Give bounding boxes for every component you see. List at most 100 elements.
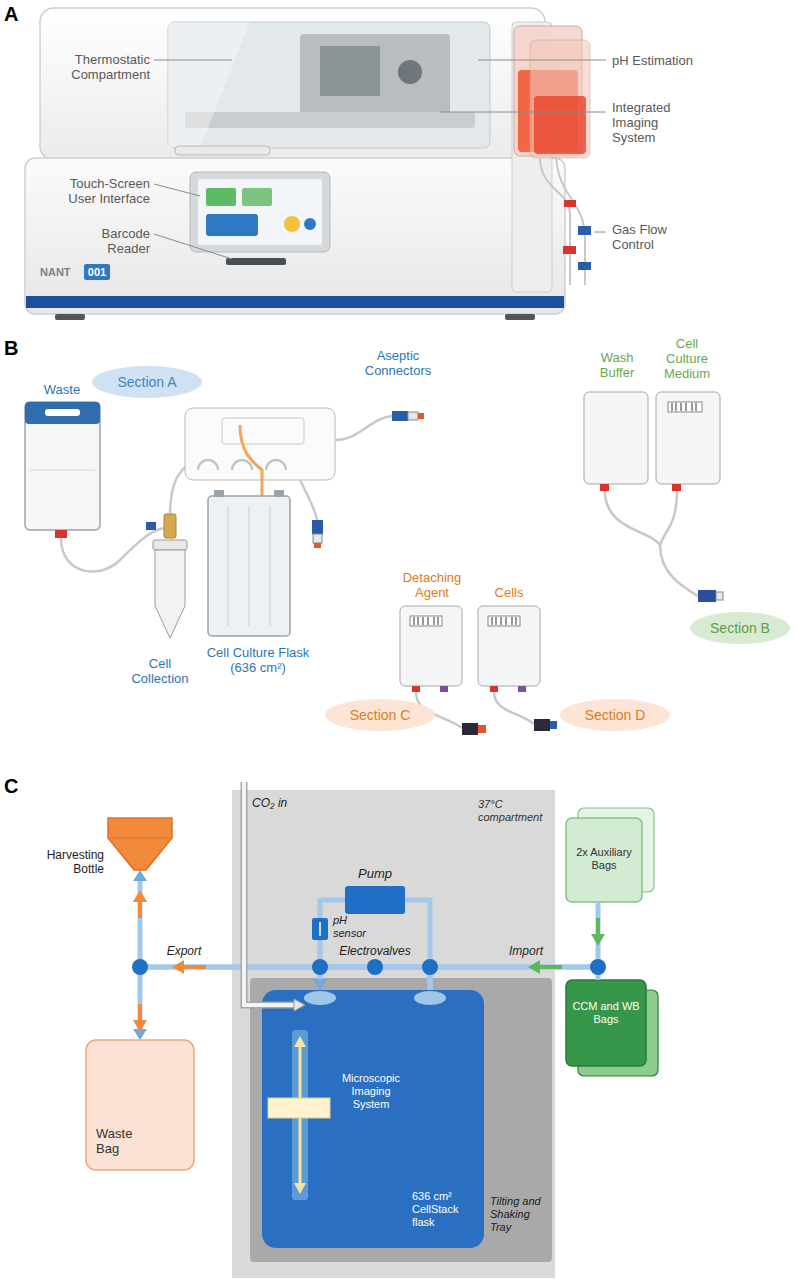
- label-text: Cell Culture Medium: [658, 336, 716, 381]
- kit-illustration-part: [61, 528, 164, 572]
- auxiliary-bags-shape: [566, 818, 642, 902]
- leader-lines: [154, 60, 606, 259]
- kit-illustration-part: [240, 425, 262, 496]
- label-text: pH Estimation: [612, 53, 762, 68]
- device-illustration-part: [175, 146, 270, 155]
- flow-arrow-part: [591, 934, 605, 946]
- tray-box-shape: [250, 978, 552, 1262]
- device-illustration-part: [25, 158, 565, 314]
- kit-illustration-part: [313, 534, 322, 543]
- ph-sensor-symbol: [312, 918, 328, 940]
- leader-lines-part: [154, 60, 232, 61]
- device-illustration-part: [226, 258, 286, 265]
- text-anchor: Cells: [478, 585, 540, 600]
- text-anchor: Export: [156, 944, 212, 958]
- kit-illustration-part: [214, 490, 224, 497]
- label-text: Aseptic Connectors: [352, 348, 444, 378]
- leader-lines-part: [154, 184, 200, 196]
- device-illustration-part: [564, 200, 576, 207]
- text-anchor: Cell Collection: [122, 656, 198, 686]
- junction-valve-part: [132, 959, 148, 975]
- label-text: Touch-Screen User Interface: [58, 176, 150, 206]
- flask-box-shape: [262, 990, 484, 1248]
- text-anchor: Integrated Imaging System: [612, 100, 692, 145]
- node-text: CCM and WB Bags: [570, 1000, 642, 1026]
- kit-illustration: [25, 392, 723, 735]
- kit-illustration-part: [410, 616, 442, 626]
- junction-valve-part: [422, 959, 438, 975]
- flow-arrow: [133, 890, 605, 1032]
- text-anchor: Cell Culture Medium: [658, 336, 716, 381]
- pipe-connector: [313, 902, 598, 990]
- text-anchor: Gas Flow Control: [612, 222, 692, 252]
- medium-bags: CCM and WB Bags: [566, 980, 658, 1076]
- kit-illustration-part: [30, 470, 95, 471]
- flask-port-part: [414, 991, 446, 1005]
- label-text: Thermostatic Compartment: [66, 52, 150, 82]
- tray-box: Tilting and Shaking Tray636 cm² CellStac…: [250, 978, 552, 1262]
- kit-illustration-part: [222, 418, 304, 444]
- medium-bags-shape: [566, 980, 646, 1066]
- label-text: C: [4, 774, 34, 798]
- section-ellipse-shape: [690, 612, 790, 644]
- kit-illustration-part: [400, 606, 462, 686]
- kit-illustration-part: [478, 606, 540, 686]
- harvesting-bottle-shape: [108, 838, 172, 839]
- ph-sensor-symbol-part: [312, 918, 328, 940]
- text-anchor: NANT: [40, 266, 82, 279]
- kit-illustration-part: [335, 416, 392, 440]
- leader-lines-part: [154, 234, 232, 259]
- kit-illustration-part: [45, 409, 80, 416]
- text-anchor: Cell Culture Flask (636 cm²): [198, 645, 318, 675]
- flow-arrow-part: [133, 890, 147, 902]
- text-anchor: 001: [84, 266, 110, 279]
- device-illustration-part: [40, 8, 545, 160]
- text-anchor: Barcode Reader: [78, 226, 150, 256]
- device-illustration-part: [190, 172, 330, 252]
- kit-illustration-part: [534, 719, 550, 731]
- text-anchor: A: [4, 2, 34, 26]
- flow-arrow-part: [182, 965, 206, 969]
- kit-illustration-part: [55, 530, 67, 538]
- kit-illustration-part: [600, 484, 609, 491]
- waste-bag: Waste Bag: [86, 1040, 194, 1170]
- imaging-system-part: [294, 1183, 306, 1194]
- text-anchor: Wash Buffer: [584, 350, 650, 380]
- device-illustration-part: [198, 179, 322, 245]
- label-text: CO₂ in: [252, 796, 312, 810]
- device-illustration-part: [530, 40, 590, 158]
- text-anchor: Import: [498, 944, 554, 958]
- label-text: Microscopic Imaging System: [336, 1072, 406, 1111]
- kit-illustration-part: [153, 540, 187, 550]
- device-illustration-part: [398, 60, 422, 84]
- device-illustration-part: [185, 112, 475, 128]
- text-anchor: Waste: [31, 382, 93, 397]
- kit-illustration-part: [274, 490, 284, 497]
- harvesting-bottle: Harvesting Bottle: [36, 818, 172, 876]
- pipe-line: [140, 967, 430, 1029]
- kit-illustration-part: [488, 616, 520, 626]
- compartment-box: 37°C compartmentPumpTilting and Shaking …: [232, 790, 555, 1278]
- device-illustration-part: [206, 214, 258, 236]
- label-text: pH sensor: [333, 914, 377, 940]
- co2-line-part: [294, 999, 305, 1011]
- kit-illustration-part: [146, 522, 156, 530]
- co2-line-part: [244, 782, 296, 1005]
- compartment-box-shape: [232, 790, 555, 1278]
- junction-valve-part: [367, 959, 383, 975]
- device-illustration-part: [300, 34, 450, 120]
- imaging-system: [268, 1030, 330, 1200]
- device-illustration-part: [168, 22, 490, 148]
- kit-illustration-part: [300, 480, 317, 520]
- label-text: Detaching Agent: [396, 570, 468, 600]
- label-text: Barcode Reader: [78, 226, 150, 256]
- flask-port-part: [304, 991, 336, 1005]
- device-illustration-part: [505, 314, 535, 320]
- kit-illustration-part: [164, 514, 176, 538]
- kit-illustration-part: [412, 686, 420, 692]
- node-text: Waste Bag: [96, 1126, 156, 1156]
- kit-illustration-part: [672, 403, 696, 411]
- device-illustration: [25, 8, 591, 320]
- label-text: Waste: [31, 382, 93, 397]
